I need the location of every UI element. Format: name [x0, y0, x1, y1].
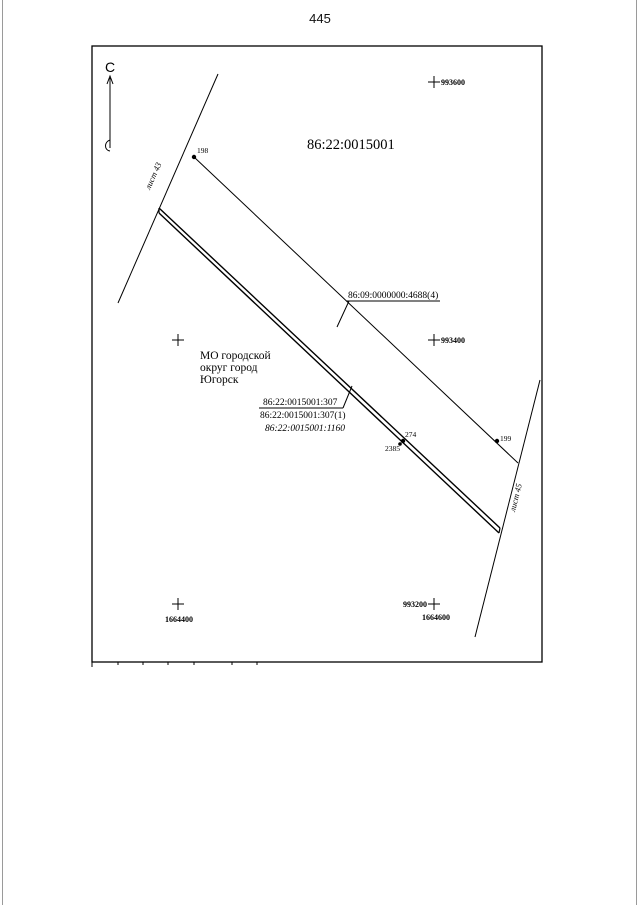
sheet-ref-right: лист 45	[507, 482, 524, 513]
strip-label-1: 86:22:0015001:307	[263, 398, 338, 408]
grid-y-mid-label: 993400	[441, 336, 465, 345]
sheet-boundary-left	[117, 73, 219, 304]
strip-end-right	[498, 527, 501, 534]
page-number: 445	[309, 11, 331, 26]
sheet-boundary-right	[474, 379, 541, 638]
main-parcel-label: 86:22:0015001	[307, 137, 395, 153]
point-2385-marker	[398, 442, 402, 446]
point-274-marker	[400, 438, 406, 444]
grid-cross-icon	[428, 598, 440, 610]
municipality-line-1: МО городской	[200, 350, 271, 362]
scan-edge-right	[636, 0, 637, 905]
strip-line-2	[158, 212, 500, 534]
grid-cross-icon	[172, 598, 184, 610]
road-boundary-line	[193, 156, 519, 464]
scan-edge-left	[2, 0, 3, 905]
grid-cross-icon	[172, 334, 184, 346]
strip-label-leader	[342, 385, 353, 409]
strip-line-1	[158, 207, 501, 529]
arrow-head-icon	[106, 74, 114, 85]
north-arrow: С	[105, 59, 115, 152]
municipality-line-2: округ город	[200, 362, 258, 374]
grid-x-left-label: 1664400	[165, 615, 193, 624]
arrow-tail-icon	[105, 139, 111, 152]
north-arrow-letter: С	[105, 59, 115, 75]
point-199-marker	[494, 438, 500, 444]
road-label-leader	[336, 300, 350, 328]
grid-crosses	[172, 76, 440, 610]
strip-label-3: 86:22:0015001:1160	[265, 424, 345, 434]
strip-label-2: 86:22:0015001:307(1)	[260, 410, 346, 421]
grid-y-top-label: 993600	[441, 78, 465, 87]
grid-y-bottom-label: 993200	[403, 600, 427, 609]
sheet-ref-left: лист 43	[142, 161, 163, 192]
grid-x-right-label: 1664600	[422, 613, 450, 622]
grid-cross-icon	[428, 334, 440, 346]
point-198-marker	[191, 154, 197, 160]
map-frame	[91, 45, 543, 663]
frame-bottom-ticks	[91, 662, 258, 667]
road-parcel-label: 86:09:0000000:4688(4)	[348, 290, 438, 301]
municipality-line-3: Югорск	[200, 374, 239, 386]
grid-cross-icon	[428, 76, 440, 88]
point-198-label: 198	[197, 146, 209, 155]
point-274-label: 274	[405, 430, 417, 439]
point-2385-label: 2385	[385, 444, 400, 453]
point-199-label: 199	[500, 434, 512, 443]
